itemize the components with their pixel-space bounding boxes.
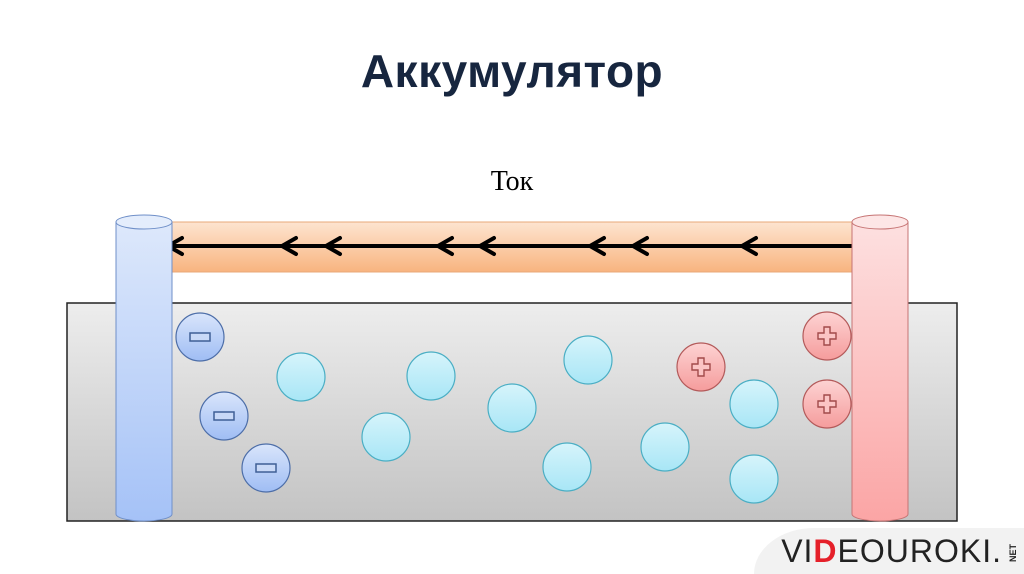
- neutral-particle: [729, 454, 779, 504]
- negative-ion: [199, 391, 249, 441]
- plus-icon: [817, 326, 837, 346]
- positive-ion: [676, 342, 726, 392]
- arrow-icon: [740, 236, 758, 256]
- neutral-particle: [406, 351, 456, 401]
- arrow-icon: [324, 236, 342, 256]
- neutral-particle: [276, 352, 326, 402]
- positive-ion: [802, 379, 852, 429]
- negative-electrode: [115, 214, 173, 522]
- arrow-icon: [280, 236, 298, 256]
- neutral-particle: [487, 383, 537, 433]
- arrow-icon: [631, 236, 649, 256]
- watermark-logo: VIDEOUROKI.: [781, 533, 1002, 570]
- negative-ions: [175, 312, 291, 493]
- neutral-particles: [276, 335, 779, 504]
- arrow-icon: [436, 236, 454, 256]
- negative-ion: [175, 312, 225, 362]
- neutral-particle: [729, 379, 779, 429]
- watermark-accent: D: [813, 533, 838, 569]
- watermark-tld: NET: [1008, 544, 1018, 562]
- neutral-particle: [542, 442, 592, 492]
- positive-ions: [676, 311, 852, 429]
- neutral-particle: [563, 335, 613, 385]
- watermark-suffix: EOUROKI.: [837, 533, 1002, 569]
- current-label: Ток: [490, 166, 534, 197]
- watermark-prefix: VI: [781, 533, 814, 569]
- minus-icon: [213, 411, 235, 421]
- slide-title: Аккумулятор: [360, 45, 664, 97]
- plus-icon: [691, 357, 711, 377]
- arrow-icon: [478, 236, 496, 256]
- neutral-particle: [361, 412, 411, 462]
- positive-ion: [802, 311, 852, 361]
- plus-icon: [817, 394, 837, 414]
- minus-icon: [189, 332, 211, 342]
- arrow-icon: [588, 236, 606, 256]
- negative-ion: [241, 443, 291, 493]
- watermark: VIDEOUROKI. NET: [754, 528, 1024, 574]
- current-arrowheads: [166, 236, 758, 256]
- neutral-particle: [640, 422, 690, 472]
- minus-icon: [255, 463, 277, 473]
- positive-electrode: [851, 214, 909, 522]
